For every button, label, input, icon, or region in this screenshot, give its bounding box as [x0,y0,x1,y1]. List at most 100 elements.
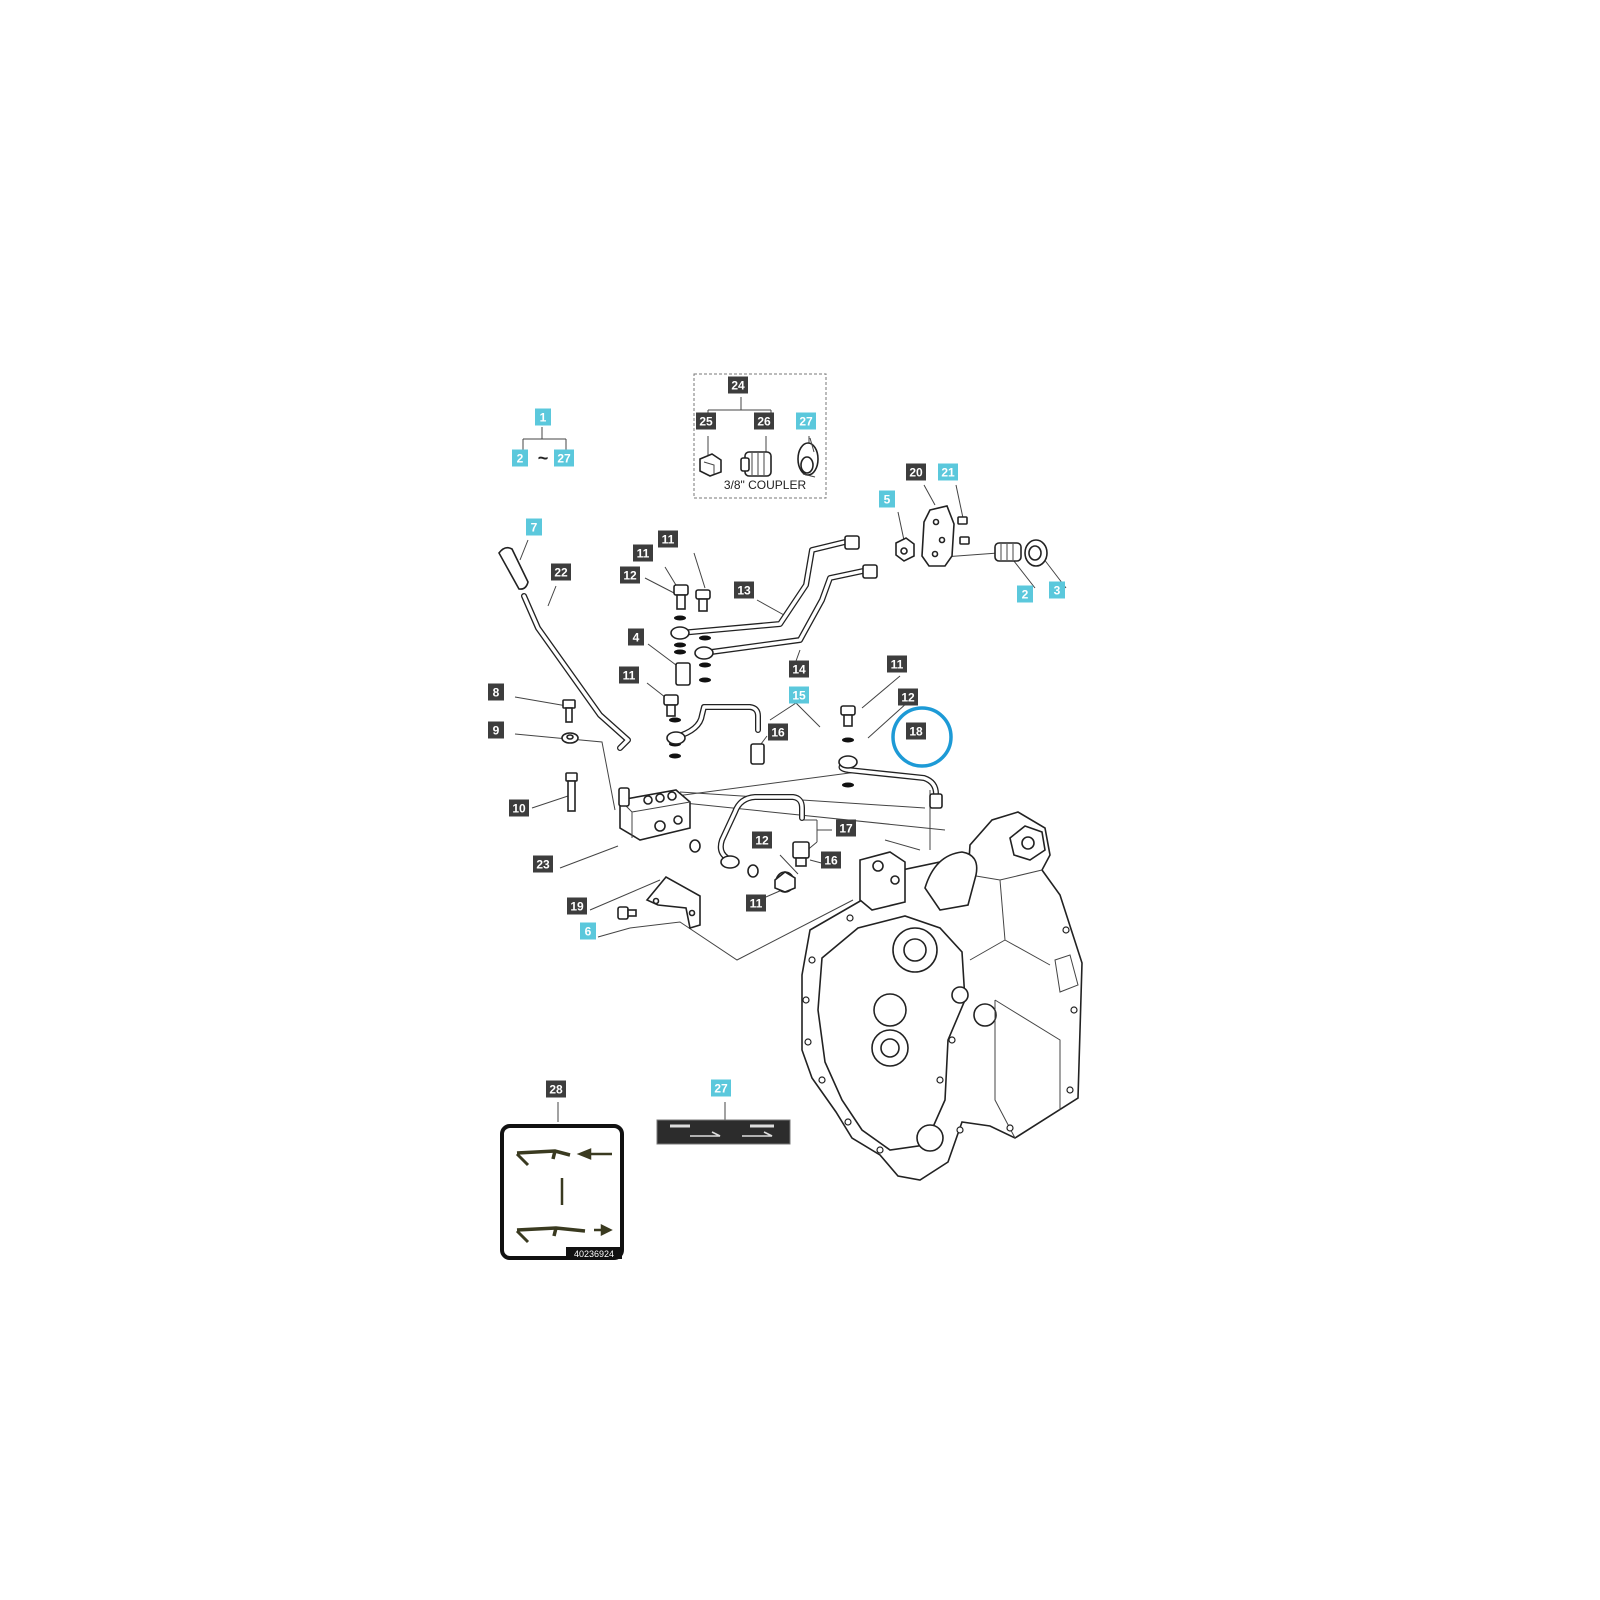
callout-5[interactable]: 5 [879,490,895,508]
callout-27[interactable]: 27 [711,1079,731,1097]
callout-7[interactable]: 7 [526,518,542,536]
callout-box [628,628,644,646]
callout-text: 20 [909,466,923,480]
callout-box [887,655,907,673]
callout-15[interactable]: 15 [789,686,809,704]
callout-box [554,449,574,467]
callout-box [533,855,553,873]
pipe-17 [717,794,805,869]
pipe-13 [670,535,860,640]
callout-2[interactable]: 2 [512,449,528,467]
coupler-nut-icon [699,453,722,477]
bolt-10 [565,772,578,812]
callout-10[interactable]: 10 [509,799,529,817]
callout-28[interactable]: 28 [546,1080,566,1098]
coupler-caption: 3/8" COUPLER [724,478,807,492]
callout-text: 27 [557,452,571,466]
callout-box [711,1079,731,1097]
callout-24[interactable]: 24 [728,376,748,394]
callout-box [734,581,754,599]
callout-2[interactable]: 2 [1017,585,1033,603]
callout-27[interactable]: 27 [796,412,816,430]
callout-box [898,688,918,706]
range-separator: ~ [538,448,549,468]
callout-box [567,897,587,915]
callout-11[interactable]: 11 [746,894,766,912]
callout-text: 11 [623,669,636,683]
callout-12[interactable]: 12 [620,566,640,584]
callout-11[interactable]: 11 [633,544,653,562]
arrow-right-icon [594,1223,613,1237]
callout-box [535,408,551,426]
banjo-bolt-middle [663,694,679,717]
callout-box [551,563,571,581]
callout-box [488,721,504,739]
callout-text: 1 [540,411,547,425]
callout-text: 4 [633,631,640,645]
callout-box [938,463,958,481]
plug-11-lower [774,871,796,893]
decal-part-number: 40236924 [574,1249,614,1259]
callout-box [879,490,895,508]
callout-3[interactable]: 3 [1049,581,1065,599]
callout-27[interactable]: 27 [554,449,574,467]
highlight-circle-icon [891,706,953,768]
callout-26[interactable]: 26 [754,412,774,430]
callout-1[interactable]: 1 [535,408,551,426]
callout-text: 11 [637,547,650,561]
callout-13[interactable]: 13 [734,581,754,599]
coupler-body-icon [740,451,772,477]
callout-20[interactable]: 20 [906,463,926,481]
callout-text: 2 [1022,588,1029,602]
callout-text: 17 [839,822,853,836]
callout-box [1017,585,1033,603]
callout-11[interactable]: 11 [887,655,907,673]
banjo-bolt-upper-right [695,589,711,612]
bolt-8 [562,699,576,723]
pipe-18 [838,755,943,809]
callout-16[interactable]: 16 [821,851,841,869]
callout-text: 27 [714,1082,728,1096]
callout-box [546,1080,566,1098]
callout-text: 12 [623,569,637,583]
callout-22[interactable]: 22 [551,563,571,581]
callout-17[interactable]: 17 [836,819,856,837]
callout-box [512,449,528,467]
callout-9[interactable]: 9 [488,721,504,739]
callout-box [796,412,816,430]
callout-text: 9 [493,724,500,738]
pipe-14 [694,564,878,660]
callout-14[interactable]: 14 [789,660,809,678]
coupler-dust-cap-icon [797,437,819,478]
callout-11[interactable]: 11 [658,530,678,548]
callout-8[interactable]: 8 [488,683,504,701]
callout-19[interactable]: 19 [567,897,587,915]
decal-27-strip [656,1119,791,1145]
callout-box [752,831,772,849]
sealing-washers-right [842,737,854,788]
callout-11[interactable]: 11 [619,666,639,684]
callout-text: 8 [493,686,500,700]
callout-text: 10 [512,802,526,816]
callout-16[interactable]: 16 [768,723,788,741]
callout-12[interactable]: 12 [752,831,772,849]
callout-box [746,894,766,912]
callout-4[interactable]: 4 [628,628,644,646]
callout-text: 11 [891,658,904,672]
callout-text: 18 [909,725,923,739]
callout-12[interactable]: 12 [898,688,918,706]
callout-box [728,376,748,394]
callout-box [619,666,639,684]
callout-18[interactable]: 18 [906,722,926,740]
callout-21[interactable]: 21 [938,463,958,481]
callout-23[interactable]: 23 [533,855,553,873]
callout-text: 19 [570,900,584,914]
callout-box [658,530,678,548]
callout-box [768,723,788,741]
callout-25[interactable]: 25 [696,412,716,430]
callout-text: 5 [884,493,891,507]
callout-6[interactable]: 6 [580,922,596,940]
callout-text: 13 [737,584,751,598]
callout-box [821,851,841,869]
